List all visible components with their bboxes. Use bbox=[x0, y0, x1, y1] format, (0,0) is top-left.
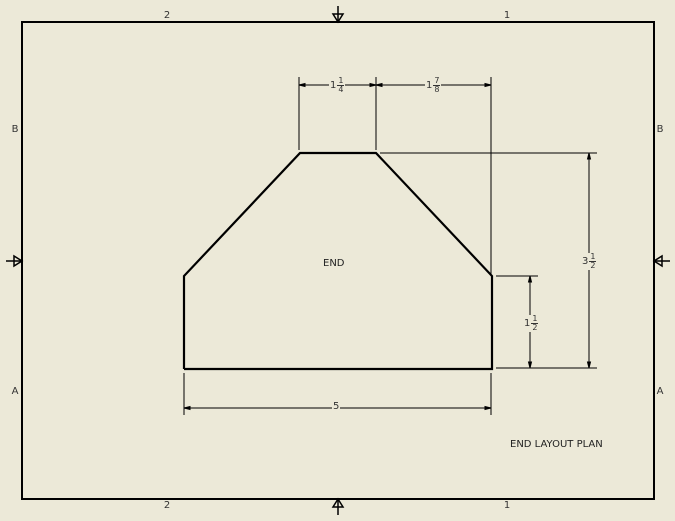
center-mark-right-icon bbox=[652, 254, 670, 268]
dimension-lines bbox=[183, 82, 592, 411]
zone-label-top-2: 2 bbox=[163, 10, 171, 21]
dim-whole: 1 bbox=[524, 317, 531, 329]
center-mark-bottom-icon bbox=[331, 497, 345, 515]
dimension-top-right-offset[interactable]: 1 7 8 bbox=[425, 76, 442, 94]
dim-fraction: 1 2 bbox=[531, 314, 539, 332]
zone-label-right-b: B bbox=[656, 124, 664, 135]
dimension-overall-width[interactable]: 5 bbox=[332, 401, 341, 412]
extension-lines bbox=[183, 77, 597, 415]
dimension-side-height[interactable]: 1 1 2 bbox=[523, 314, 540, 332]
dim-fraction: 1 4 bbox=[337, 76, 345, 94]
dim-whole: 5 bbox=[333, 401, 340, 412]
dim-fraction: 1 2 bbox=[589, 252, 597, 270]
title-note: END LAYOUT PLAN bbox=[510, 439, 603, 450]
dim-whole: 1 bbox=[426, 79, 433, 91]
zone-label-left-b: B bbox=[11, 124, 19, 135]
part-outline[interactable] bbox=[182, 151, 494, 371]
zone-label-right-a: A bbox=[656, 386, 664, 397]
dim-whole: 1 bbox=[330, 79, 337, 91]
zone-label-bottom-1: 1 bbox=[503, 500, 511, 511]
dimension-overall-height[interactable]: 3 1 2 bbox=[581, 252, 598, 270]
view-label: END bbox=[323, 258, 345, 269]
center-mark-left-icon bbox=[6, 254, 24, 268]
dim-fraction: 7 8 bbox=[433, 76, 441, 94]
zone-label-left-a: A bbox=[11, 386, 19, 397]
dim-whole: 3 bbox=[582, 255, 589, 267]
dimension-top-flat-width[interactable]: 1 1 4 bbox=[329, 76, 346, 94]
zone-label-bottom-2: 2 bbox=[163, 500, 171, 511]
center-mark-top-icon bbox=[331, 6, 345, 24]
zone-label-top-1: 1 bbox=[503, 10, 511, 21]
